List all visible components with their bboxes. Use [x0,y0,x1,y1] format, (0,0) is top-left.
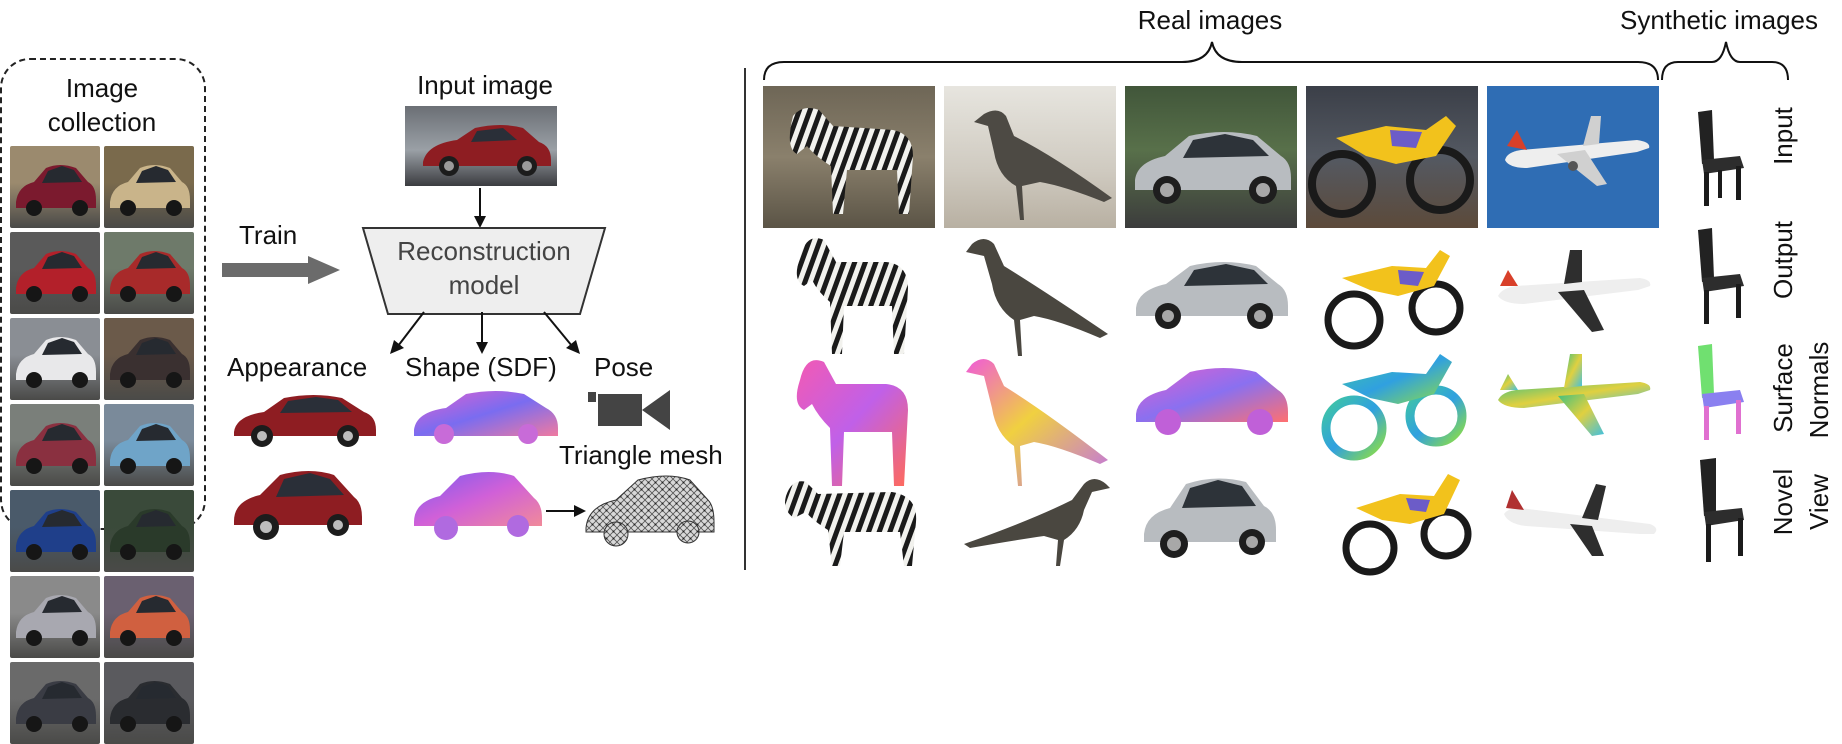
reconstruction-model-shape [361,227,607,315]
collection-thumbnail [104,490,194,572]
output-car [1136,262,1288,329]
collection-thumbnail [10,318,100,400]
panel-divider [744,68,746,570]
collection-thumbnail [104,232,194,314]
collection-thumbnail [10,490,100,572]
synthetic-images-brace [1661,41,1789,81]
normals-car [1136,368,1288,435]
model-label-line2: model [448,270,520,300]
row-label-surface: Surface [1768,343,1798,433]
train-arrow-icon [222,256,340,284]
input-motorbike-photo [1306,86,1478,228]
collection-thumbnail [10,662,100,744]
input-car-photo [1125,86,1297,228]
collection-thumbnail [10,146,100,228]
collection-thumbnail [10,404,100,486]
input-zebra-photo [763,86,935,228]
row-label-output: Output [1768,220,1798,300]
output-motorbike [1324,250,1464,350]
normals-airplane [1498,354,1651,436]
output-zebra [796,238,908,354]
collection-thumbnail [10,576,100,658]
novel-car [1144,478,1276,558]
input-bird-photo [944,86,1116,228]
model-label-line1: Reconstruction [397,236,571,266]
input-chair-photo [1698,110,1744,206]
camera-icon [588,390,670,430]
synthetic-images-label: Synthetic images [1620,5,1818,35]
collection-thumbnail [104,404,194,486]
collection-thumbnail [104,576,194,658]
real-images-brace [763,41,1659,81]
normals-bird [966,359,1108,486]
collection-thumbnail [104,662,194,744]
row-label-view: View [1804,474,1834,530]
input-image-label: Input image [417,70,553,100]
image-collection-box [0,58,206,530]
collection-thumbnail [104,146,194,228]
collection-thumbnail [104,318,194,400]
normals-motorbike [1321,354,1467,461]
novel-airplane [1504,484,1657,556]
output-airplane [1498,250,1651,332]
shape-sdf-car-1 [414,391,558,444]
real-images-label: Real images [1137,5,1283,35]
pose-label: Pose [594,352,654,382]
output-chair [1698,228,1744,324]
novel-motorbike [1342,474,1472,576]
train-label: Train [239,220,298,250]
normals-chair [1698,344,1744,440]
appearance-car-2 [234,471,362,540]
novel-zebra [785,481,917,566]
model-output-arrows-icon [390,311,580,354]
collection-thumbnail [10,232,100,314]
row-label-input: Input [1768,107,1798,165]
row-label-novel: Novel [1768,468,1798,536]
collection-title-line2: collection [47,107,157,137]
input-to-model-arrow-icon [474,188,486,228]
collection-title-line1: Image [65,73,139,103]
appearance-label: Appearance [227,352,368,382]
shape-sdf-car-2 [414,472,542,540]
input-car-image [405,106,557,186]
novel-bird [964,479,1110,566]
mesh-label: Triangle mesh [559,440,723,470]
mesh-arrow-icon [546,505,586,517]
row-label-normals: Normals [1804,341,1834,439]
normals-zebra [796,360,908,486]
novel-chair [1700,458,1744,562]
input-airplane-photo [1487,86,1659,228]
shape-label: Shape (SDF) [405,352,557,382]
appearance-car-1 [234,395,376,447]
output-bird [966,239,1108,356]
triangle-mesh-car [585,475,715,547]
